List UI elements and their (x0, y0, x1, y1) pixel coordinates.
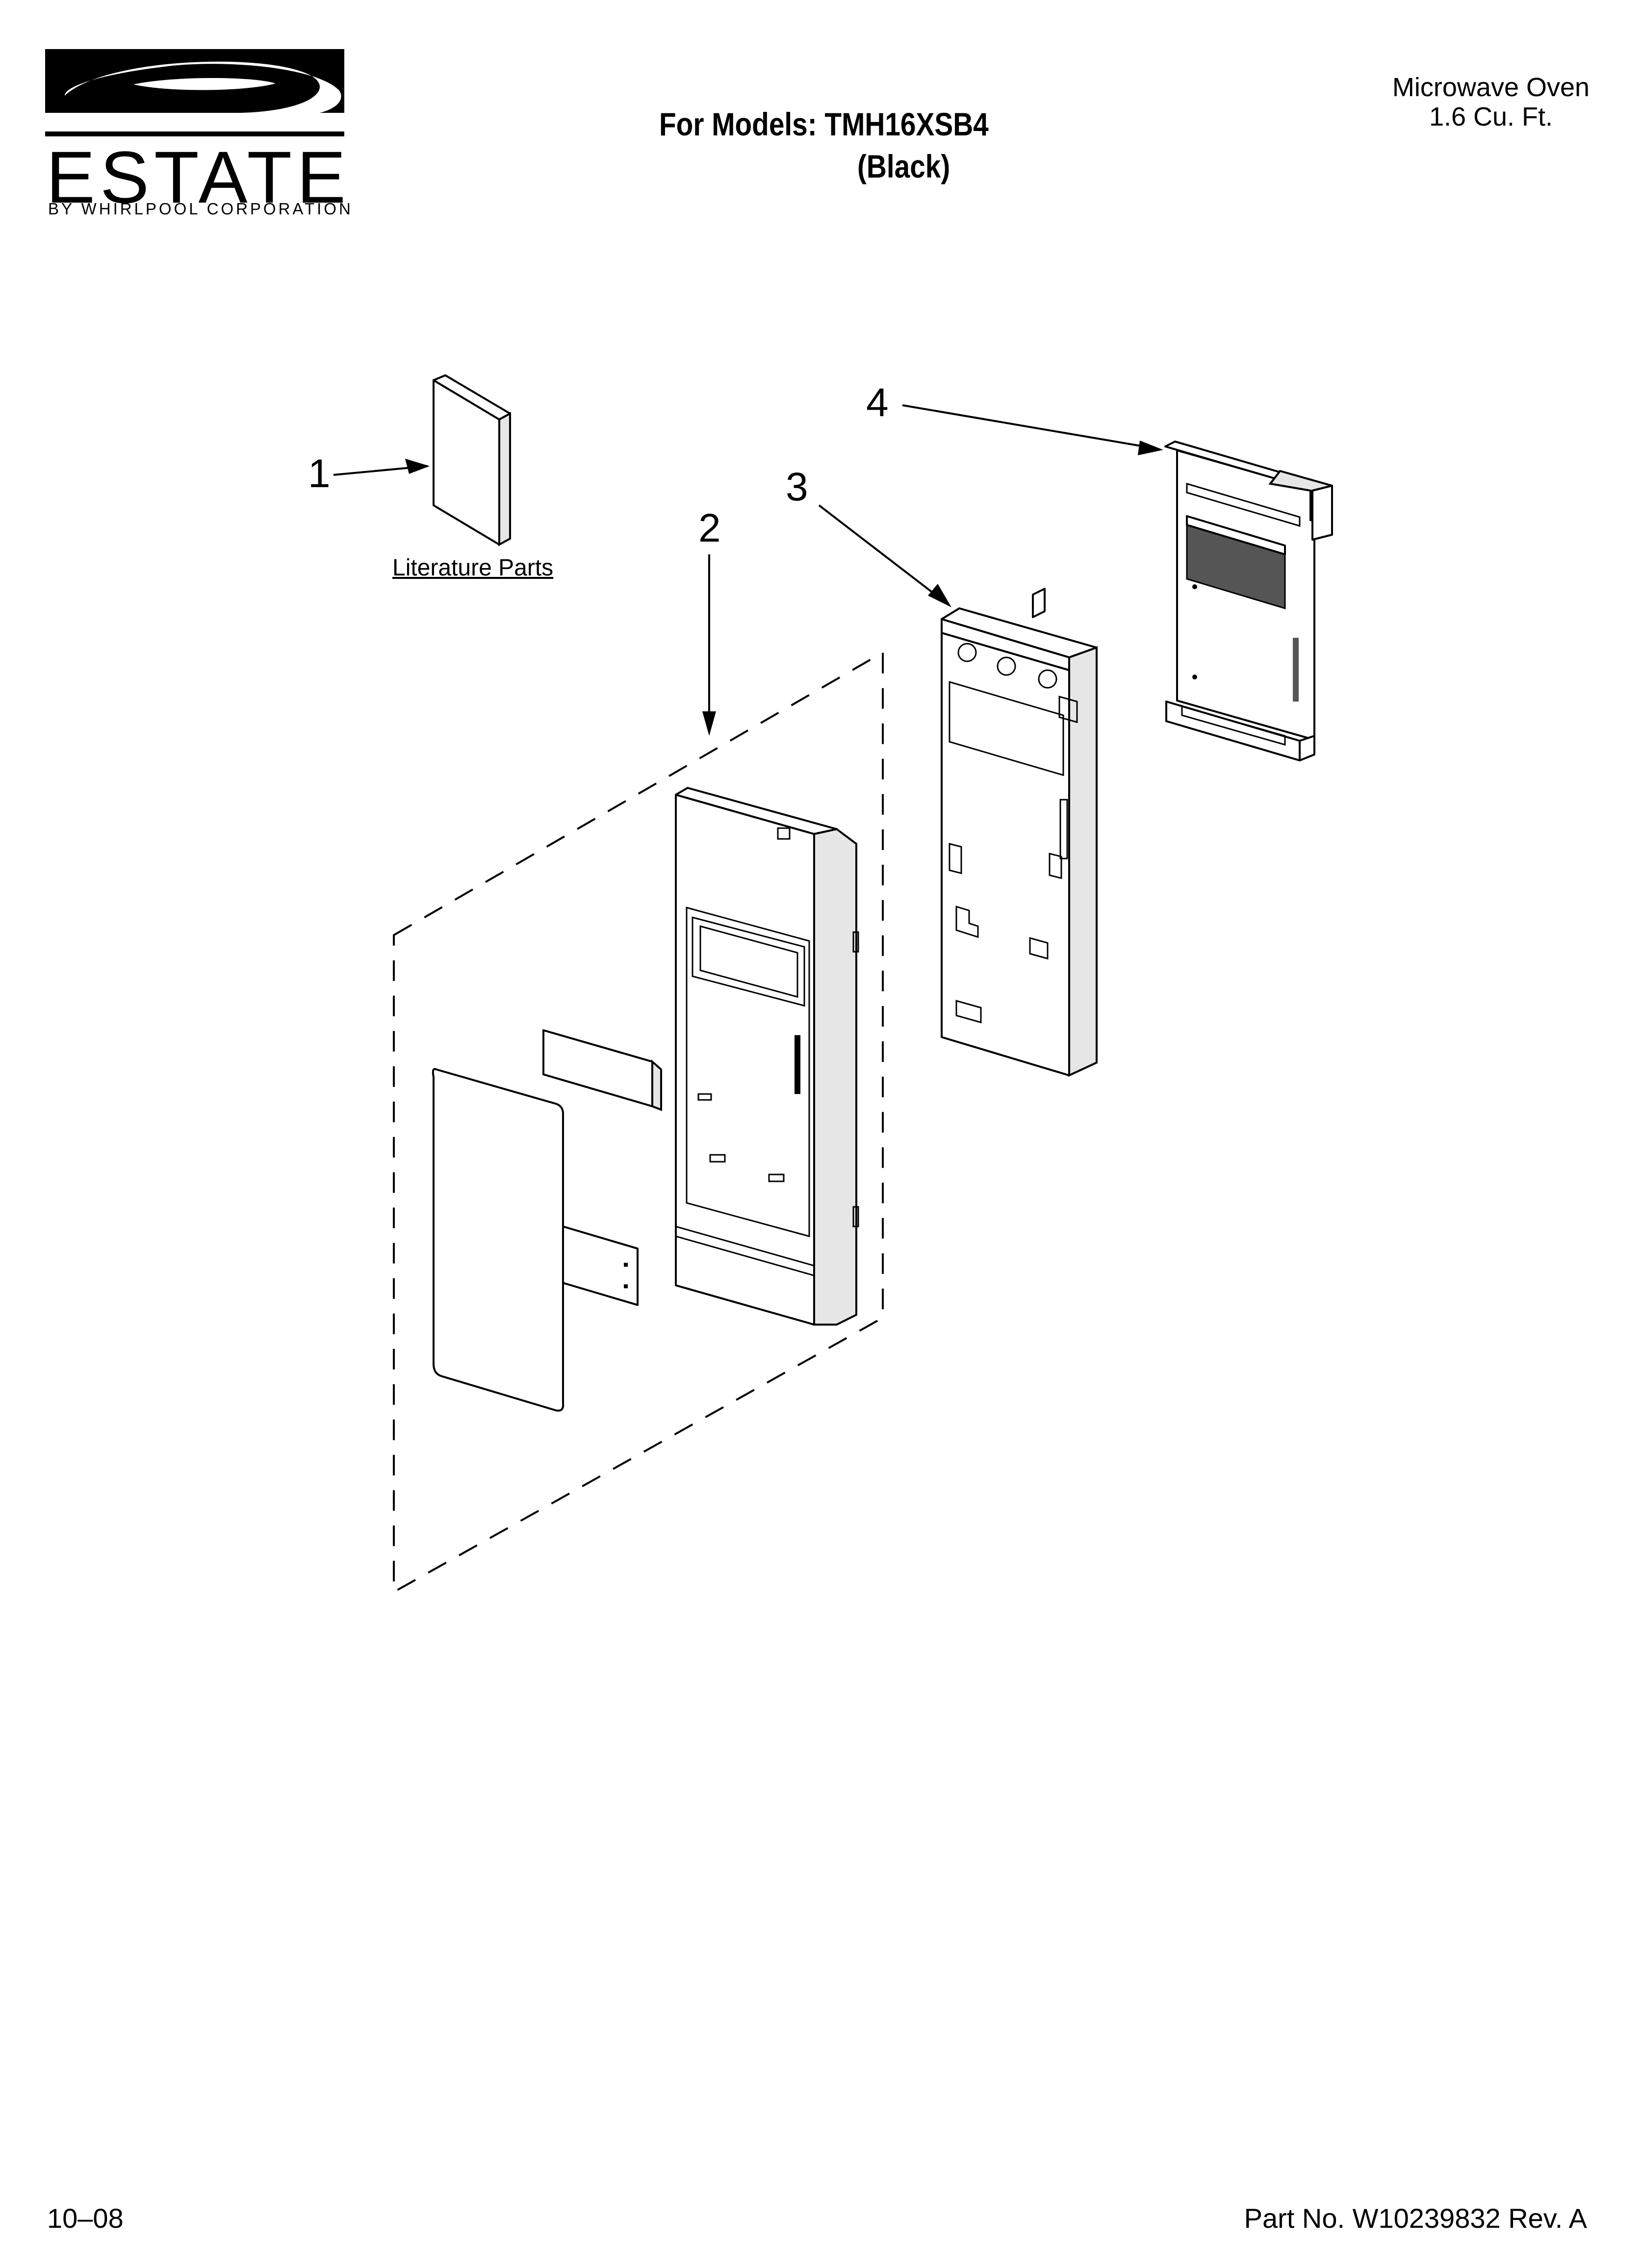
control-board-drawing (1164, 441, 1333, 761)
callout-1: 1 (308, 451, 331, 496)
literature-booklet-drawing (433, 374, 511, 547)
models-title: For Models: TMH16XSB4 (659, 106, 989, 142)
keypad-overlay-drawing (432, 1068, 639, 1412)
callout-2: 2 (698, 506, 721, 550)
panel-frame-drawing (941, 588, 1098, 1077)
callout-4: 4 (866, 380, 889, 425)
display-window-drawing (542, 1029, 662, 1111)
revision-date: 10–08 (47, 2203, 124, 2234)
literature-parts-label: Literature Parts (392, 555, 554, 581)
product-capacity: 1.6 Cu. Ft. (1429, 102, 1553, 132)
brand-subtitle: BY WHIRLPOOL CORPORATION (48, 200, 353, 218)
callout-3: 3 (786, 465, 808, 509)
estate-logo-icon (45, 49, 344, 136)
product-type: Microwave Oven (1392, 73, 1590, 102)
part-number: Part No. W10239832 Rev. A (1244, 2203, 1587, 2234)
product-description: Microwave Oven 1.6 Cu. Ft. (1383, 73, 1599, 132)
color-title: (Black) (857, 148, 950, 184)
control-panel-front-drawing (675, 787, 859, 1326)
brand-name: ESTATE (46, 136, 351, 218)
